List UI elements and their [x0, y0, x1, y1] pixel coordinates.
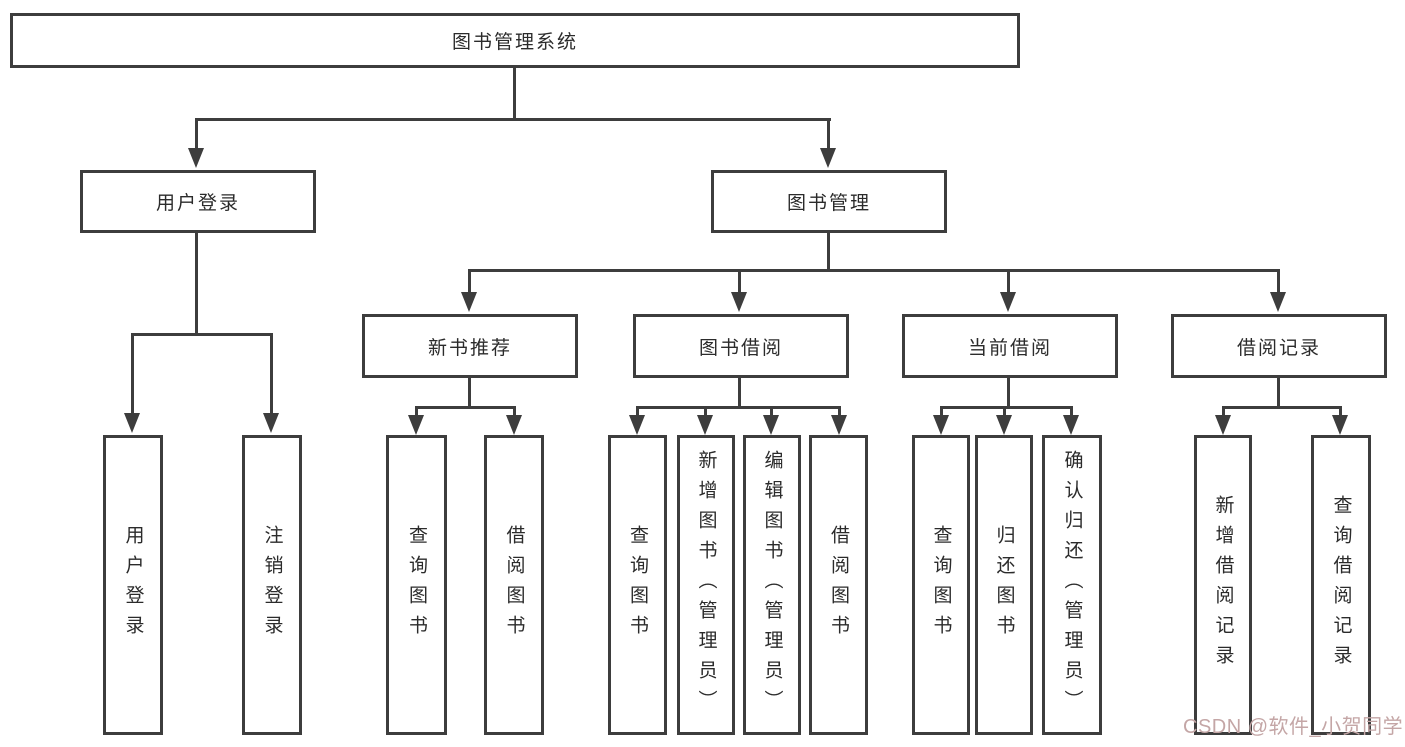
connector-borrow-records-stub — [1277, 378, 1280, 408]
arrowhead-logout-leaf-icon — [263, 413, 279, 433]
arrowhead-nb-child2-icon — [506, 415, 522, 435]
connector-book-mgmt-stub — [827, 233, 830, 271]
connector-to-user-login — [195, 118, 198, 150]
connector-to-book-mgmt — [827, 118, 830, 150]
connector-current-borrow-stub — [1007, 378, 1010, 408]
leaf-cb-query-books-label: 查询图书 — [930, 525, 952, 645]
connector-br-child2 — [1339, 406, 1342, 418]
arrowhead-cb-child3-icon — [1063, 415, 1079, 435]
arrowhead-new-books-icon — [461, 292, 477, 312]
leaf-cb-confirm-return-admin-label: 确认归还（管理员） — [1061, 450, 1083, 720]
node-root-label: 图书管理系统 — [451, 32, 578, 53]
leaf-nb-query-books-label: 查询图书 — [406, 525, 427, 645]
leaf-nb-borrow-books: 借阅图书 — [484, 435, 544, 735]
connector-book-borrow-rail — [636, 406, 841, 409]
node-user-login-label: 用户登录 — [155, 193, 240, 214]
node-book-mgmt-label: 图书管理 — [786, 193, 871, 214]
connector-to-new-books — [468, 269, 471, 293]
arrowhead-book-borrow-icon — [731, 292, 747, 312]
arrowhead-current-borrow-icon — [1000, 292, 1016, 312]
connector-borrow-records-rail — [1222, 406, 1342, 409]
connector-to-current-borrow — [1007, 269, 1010, 293]
node-borrow-records-label: 借阅记录 — [1236, 337, 1321, 359]
leaf-bb-edit-books-admin-label: 编辑图书（管理员） — [761, 450, 783, 720]
node-new-books: 新书推荐 — [362, 314, 578, 378]
node-book-borrow-label: 图书借阅 — [698, 337, 783, 359]
arrowhead-book-mgmt-icon — [820, 148, 836, 168]
arrowhead-cb-child2-icon — [996, 415, 1012, 435]
arrowhead-br-child2-icon — [1332, 415, 1348, 435]
connector-to-logout-leaf — [270, 333, 273, 415]
node-borrow-records: 借阅记录 — [1171, 314, 1387, 378]
connector-cb-child3 — [1070, 406, 1073, 418]
connector-current-borrow-rail — [940, 406, 1073, 409]
connector-nb-child1 — [415, 406, 418, 418]
leaf-cb-return-books: 归还图书 — [975, 435, 1033, 735]
leaf-logout: 注销登录 — [242, 435, 302, 735]
leaf-nb-borrow-books-label: 借阅图书 — [503, 525, 525, 645]
leaf-br-add-record: 新增借阅记录 — [1194, 435, 1252, 735]
connector-bb-child1 — [636, 406, 639, 418]
leaf-bb-query-books-label: 查询图书 — [627, 525, 648, 645]
connector-cb-child2 — [1003, 406, 1006, 418]
connector-user-login-rail — [131, 333, 272, 336]
leaf-br-query-record: 查询借阅记录 — [1311, 435, 1371, 735]
leaf-logout-label: 注销登录 — [261, 525, 283, 645]
leaf-cb-query-books: 查询图书 — [912, 435, 970, 735]
leaf-bb-add-books-admin-label: 新增图书（管理员） — [695, 450, 717, 720]
arrowhead-cb-child1-icon — [933, 415, 949, 435]
arrowhead-login-leaf-icon — [124, 413, 140, 433]
leaf-user-login: 用户登录 — [103, 435, 163, 735]
leaf-bb-borrow-books: 借阅图书 — [809, 435, 868, 735]
leaf-cb-return-books-label: 归还图书 — [993, 525, 1015, 645]
arrowhead-nb-child1-icon — [408, 415, 424, 435]
leaf-nb-query-books: 查询图书 — [386, 435, 447, 735]
arrowhead-user-login-icon — [188, 148, 204, 168]
leaf-bb-edit-books-admin: 编辑图书（管理员） — [743, 435, 801, 735]
arrowhead-bb-child4-icon — [831, 415, 847, 435]
leaf-br-query-record-label: 查询借阅记录 — [1330, 495, 1352, 675]
connector-cb-child1 — [940, 406, 943, 418]
connector-book-borrow-stub — [738, 378, 741, 408]
node-book-mgmt: 图书管理 — [711, 170, 947, 233]
node-new-books-label: 新书推荐 — [427, 337, 512, 359]
node-user-login: 用户登录 — [80, 170, 316, 233]
node-current-borrow: 当前借阅 — [902, 314, 1118, 378]
connector-bb-child4 — [838, 406, 841, 418]
connector-to-book-borrow — [738, 269, 741, 293]
leaf-bb-query-books: 查询图书 — [608, 435, 667, 735]
arrowhead-bb-child2-icon — [697, 415, 713, 435]
connector-new-books-rail — [415, 406, 516, 409]
connector-nb-child2 — [513, 406, 516, 418]
connector-to-borrow-records — [1277, 269, 1280, 293]
leaf-bb-borrow-books-label: 借阅图书 — [828, 525, 849, 645]
node-book-borrow: 图书借阅 — [633, 314, 849, 378]
connector-root-stub — [513, 68, 516, 120]
arrowhead-br-child1-icon — [1215, 415, 1231, 435]
connector-level3-rail — [468, 269, 1280, 272]
leaf-user-login-label: 用户登录 — [122, 525, 144, 645]
connector-level2-rail — [195, 118, 831, 121]
node-current-borrow-label: 当前借阅 — [967, 337, 1052, 359]
connector-new-books-stub — [468, 378, 471, 408]
arrowhead-bb-child3-icon — [763, 415, 779, 435]
leaf-cb-confirm-return-admin: 确认归还（管理员） — [1042, 435, 1102, 735]
connector-user-login-stub — [195, 233, 198, 335]
node-root: 图书管理系统 — [10, 13, 1020, 68]
csdn-watermark: CSDN @软件_小贺同学 — [1183, 716, 1404, 738]
leaf-bb-add-books-admin: 新增图书（管理员） — [677, 435, 735, 735]
connector-br-child1 — [1222, 406, 1225, 418]
leaf-br-add-record-label: 新增借阅记录 — [1212, 495, 1234, 675]
connector-bb-child2 — [704, 406, 707, 418]
arrowhead-bb-child1-icon — [629, 415, 645, 435]
connector-bb-child3 — [770, 406, 773, 418]
arrowhead-borrow-records-icon — [1270, 292, 1286, 312]
connector-to-login-leaf — [131, 333, 134, 415]
